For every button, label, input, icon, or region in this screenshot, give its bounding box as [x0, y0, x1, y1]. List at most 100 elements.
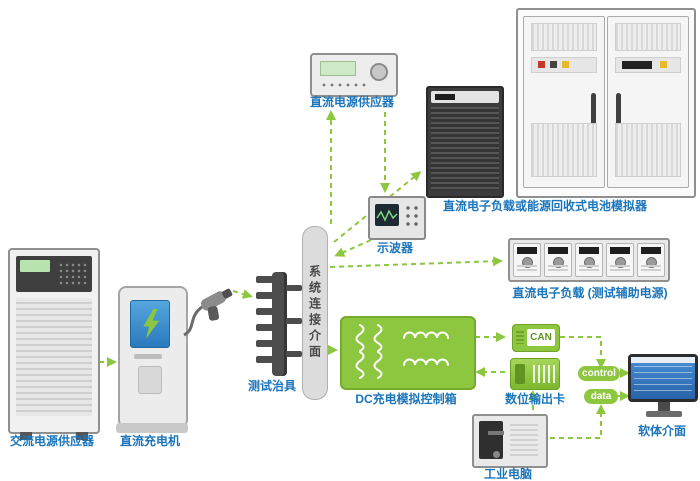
charger-screen	[130, 300, 170, 348]
test-fixture-label: 测试治具	[247, 379, 296, 393]
yellow-indicator	[562, 61, 569, 68]
psu-knob	[370, 63, 388, 81]
cabinet-door-right	[607, 16, 689, 188]
ac-power-supply-label: 交流电源供应器	[9, 434, 94, 448]
system-interface-label: 系统连接介面	[307, 265, 322, 361]
control-box-label: DC充电模拟控制箱	[355, 392, 457, 406]
arrow-pc-to-data-badge	[550, 404, 606, 439]
dc-charger-label: 直流充电机	[119, 434, 180, 448]
dc-power-supply-label: 直流电源供应器	[309, 95, 394, 109]
cabinet-vent	[531, 23, 597, 51]
charger-panel	[138, 366, 162, 394]
load-rack-panel	[431, 91, 499, 103]
cabinet-door-left	[523, 16, 605, 188]
cabinet-foot	[76, 432, 88, 440]
test-fixture-spine	[272, 272, 287, 376]
industrial-pc-unit	[472, 414, 548, 468]
industrial-pc-label: 工业电脑	[483, 467, 532, 481]
data-badge: data	[584, 389, 618, 404]
waveform-icon	[376, 209, 398, 222]
inductor-icon	[403, 331, 449, 339]
fixture-pin	[256, 276, 274, 283]
red-indicator	[538, 61, 545, 68]
resistor-inductor-icons	[355, 324, 449, 379]
digital-output-card	[510, 358, 560, 390]
control-badge: control	[578, 366, 620, 381]
load-module	[513, 243, 541, 277]
resistor-icon	[355, 324, 365, 352]
charging-cable-and-gun	[183, 288, 233, 337]
fixture-pin	[256, 340, 274, 347]
cabinet-vent	[615, 123, 681, 177]
oscilloscope-label: 示波器	[376, 241, 413, 255]
cabinet-control-strip	[531, 57, 597, 73]
door-handle	[591, 93, 596, 133]
load-module	[637, 243, 665, 277]
load-module	[606, 243, 634, 277]
ac-vent-grille	[16, 298, 92, 416]
load-rack-fins	[431, 107, 499, 190]
fixture-connector	[286, 318, 302, 324]
charging-cable	[183, 305, 203, 337]
can-module: CAN	[512, 324, 560, 352]
ac-power-supply-cabinet	[8, 248, 100, 440]
resistor-icon	[355, 351, 365, 379]
dc-load-battery-sim-label: 直流电子负载或能源回收式电池模拟器	[443, 199, 648, 213]
monitor-neck	[658, 402, 670, 412]
module-vent	[610, 265, 630, 273]
scope-screen	[375, 204, 399, 226]
pc-drive-slot	[488, 431, 504, 435]
monitor-base	[646, 411, 682, 417]
charger-base	[116, 423, 188, 433]
ac-display	[20, 260, 50, 272]
fixture-pin	[256, 308, 274, 315]
door-handle	[616, 93, 621, 133]
monitor-screen	[631, 357, 695, 399]
lightning-bolt-icon	[143, 309, 160, 339]
dc-power-supply-unit	[310, 53, 398, 97]
yellow-indicator	[660, 61, 667, 68]
dark-indicator	[550, 61, 557, 68]
fixture-connector	[286, 285, 302, 291]
cabinet-vent	[615, 23, 681, 51]
cabinet-foot	[20, 432, 32, 440]
fixture-connector	[286, 351, 302, 357]
module-vent	[641, 265, 661, 273]
pc-power-button	[493, 451, 500, 458]
software-interface-label: 软体介面	[637, 424, 686, 438]
pc-front-panel	[479, 421, 504, 459]
inductor-icon	[403, 358, 449, 366]
aux-dc-load-unit	[508, 238, 670, 282]
arrow-can-to-control-badge	[560, 336, 606, 369]
dc-load-rack	[426, 86, 504, 198]
module-display	[517, 247, 537, 254]
ac-buttons	[58, 262, 88, 286]
arrow-interface-to-aux-load	[329, 256, 503, 268]
load-rack-display	[435, 94, 455, 100]
screen-toolbar	[631, 357, 695, 363]
load-module	[544, 243, 572, 277]
module-display	[579, 247, 599, 254]
module-display	[548, 247, 568, 254]
can-chip-label: CAN	[527, 329, 555, 346]
fixture-pin	[256, 356, 274, 363]
psu-buttons	[320, 81, 368, 90]
ac-control-panel	[16, 256, 92, 292]
module-display	[641, 247, 661, 254]
charger-card-slot	[134, 354, 162, 359]
can-pins	[516, 331, 524, 344]
oscilloscope-unit	[368, 196, 426, 240]
module-display	[610, 247, 630, 254]
digital-output-card-label: 数位输出卡	[505, 392, 566, 406]
cabinet-display	[622, 61, 652, 69]
module-vent	[579, 265, 599, 273]
battery-simulator-cabinet	[516, 8, 696, 198]
pc-vents	[510, 424, 538, 456]
screen-table-rows	[634, 366, 692, 396]
psu-display	[320, 61, 356, 76]
charging-gun-icon	[200, 288, 233, 321]
resistor-icon	[373, 351, 383, 379]
load-module	[575, 243, 603, 277]
cabinet-vent	[531, 123, 597, 177]
